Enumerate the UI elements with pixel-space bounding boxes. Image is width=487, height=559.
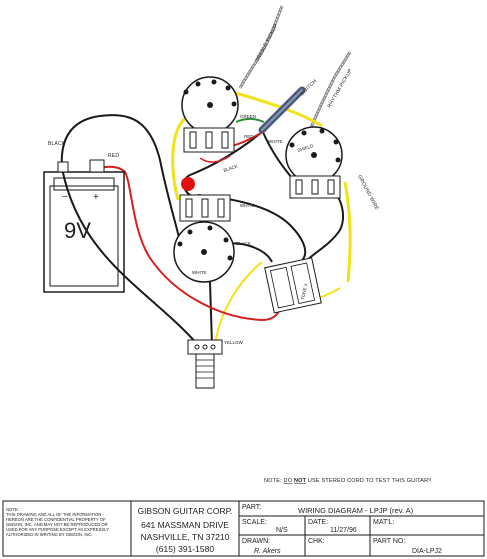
drawn-value: R. Akers [254, 548, 281, 555]
white-pot-label: WHITE [192, 270, 207, 275]
red-wire-battery [94, 165, 282, 322]
company-phone: (615) 391-1580 [156, 544, 214, 554]
rhythm-pickup-cable [309, 51, 352, 129]
battery-minus: − [62, 192, 68, 203]
footer-note: NOTE: DO NOT USE STEREO CORD TO TEST THI… [264, 478, 432, 484]
date-value: 11/27/96 [330, 527, 357, 534]
treble-pickup-label: TREBLE PICKUP [254, 23, 279, 63]
black-wire-output [209, 281, 213, 346]
rhythm-volume-pot [285, 126, 343, 199]
tone-capacitor [264, 257, 322, 314]
black-wire-battery-output [61, 167, 199, 346]
tone-x-label: TONE X [300, 283, 308, 300]
treble-pickup-cable-inner [239, 5, 283, 89]
green-label: GREEN [240, 114, 256, 119]
scale-value: N/S [276, 527, 288, 534]
yellow-wire-ground-strip [343, 181, 352, 283]
scale-label: SCALE: [242, 519, 267, 526]
part-no-label: PART NO: [373, 538, 405, 545]
treble-volume-pot [181, 76, 239, 153]
battery-clip [53, 177, 115, 191]
battery-black-label: BLACK [48, 141, 66, 147]
white-mid-label: WHITE [240, 203, 255, 208]
company-address-2: NASHVILLE, TN 37210 [141, 532, 230, 542]
battery-9v: − + 9V [43, 159, 125, 293]
black-mid-label: BLACK [236, 241, 251, 246]
legal-note-line: AUTHORIZED IN WRITING BY GIBSON, INC. [6, 532, 93, 537]
yellow-wire-treble-loop [171, 116, 188, 201]
green-wire [235, 118, 265, 123]
pickup-switch [258, 86, 306, 134]
title-block [2, 500, 485, 557]
part-label: PART: [242, 504, 261, 511]
legal-note-head: NOTE: [6, 507, 19, 512]
red-wire-pot [199, 155, 231, 163]
jack-barrel [195, 353, 215, 389]
yellow-wire-output [214, 261, 263, 346]
battery-inner [49, 185, 119, 287]
battery-terminal-negative [57, 161, 69, 173]
date-label: DATE: [308, 519, 328, 526]
ground-wire-label: GROUND WIRE [356, 174, 380, 212]
company-address-1: 641 MASSMAN DRIVE [141, 520, 229, 530]
battery-body [43, 171, 125, 293]
matl-label: MAT'L: [373, 519, 394, 526]
yellow-wire-top-bridge [231, 90, 323, 128]
white-switch-label: WHITE [268, 139, 283, 144]
company-name: GIBSON GUITAR CORP. [137, 506, 232, 516]
jack-plate [187, 339, 223, 355]
part-no-value: DIA-LPJ2 [412, 548, 442, 555]
battery-terminal-positive [89, 159, 105, 173]
red-switch-label: RED [244, 134, 254, 139]
shield-label: SHIELD [297, 143, 315, 153]
black-wire-rhythm-ground [304, 187, 344, 263]
output-jack [187, 339, 223, 389]
legal-note-line: HEREON ARE THE CONFIDENTIAL PROPERTY OF [6, 517, 106, 522]
yellow-label: YELLOW [224, 340, 244, 345]
chk-label: CHK: [308, 538, 325, 545]
legal-note-line: THIS DRAWING AND ALL OF THE INFORMATION [6, 512, 101, 517]
black-top-label: BLACK [223, 164, 239, 173]
part-value: WIRING DIAGRAM - LPJP (rev. A) [298, 506, 414, 515]
red-marker [181, 177, 195, 191]
legal-note-line: GIBSON, INC. AND MAY NOT BE REPRODUCED O… [6, 522, 108, 527]
drawn-label: DRAWN: [242, 538, 270, 545]
battery-value: 9V [64, 218, 91, 243]
battery-red-label: RED [108, 153, 119, 159]
master-pot [173, 194, 235, 283]
black-wire-battery-top [60, 114, 185, 259]
legal-note-line: USED FOR ANY PURPOSE EXCEPT AS EXPRESSLY [6, 527, 109, 532]
battery-plus: + [93, 192, 99, 203]
